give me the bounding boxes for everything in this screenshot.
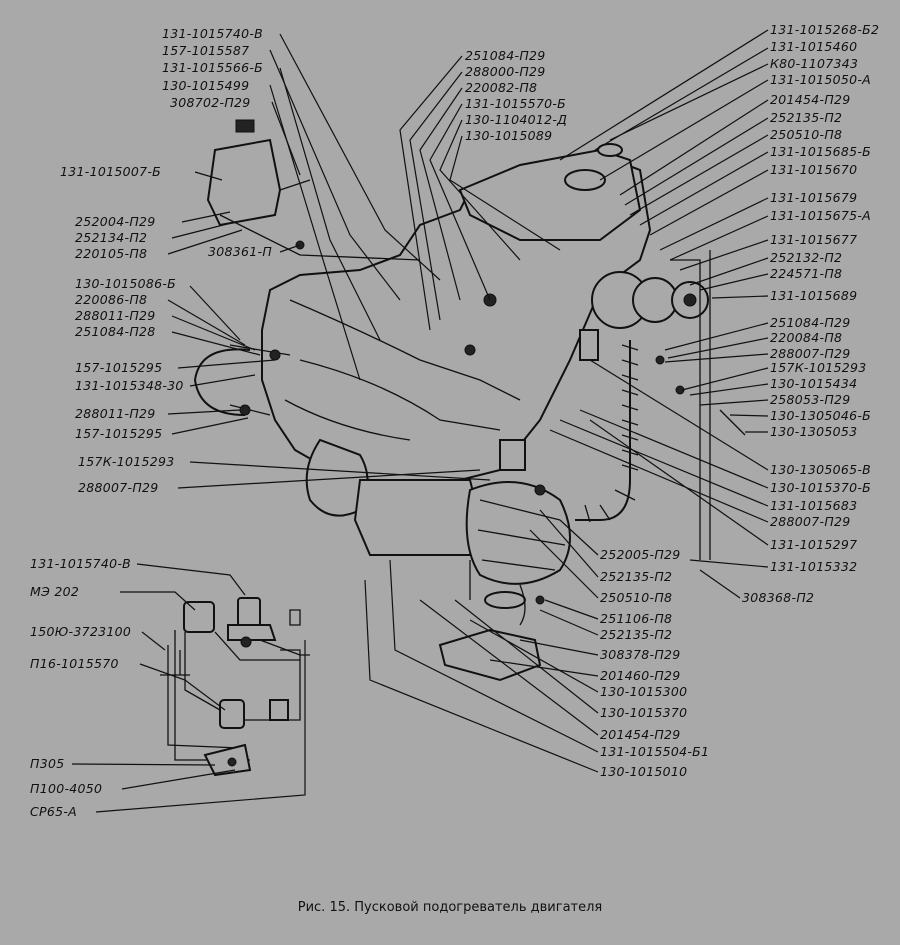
part-number-label: 220105-П8 (75, 246, 147, 261)
part-number-label: 288007-П29 (78, 480, 159, 495)
part-number-label: 131-1015332 (770, 559, 857, 574)
part-number-label: 308702-П29 (170, 95, 251, 110)
part-number-label: 288007-П29 (770, 514, 851, 529)
labels-top: 251084-П29288000-П29220082-П8131-1015570… (465, 48, 567, 143)
part-number-label: 130-1015300 (600, 684, 687, 699)
part-number-label: 288007-П29 (770, 346, 851, 361)
part-number-label: 131-1015679 (770, 190, 857, 205)
part-number-label: 130-1015370 (600, 705, 687, 720)
part-number-label: 130-1015089 (465, 128, 552, 143)
leader-lines (71, 29, 769, 813)
part-number-label: 251084-П29 (770, 315, 851, 330)
part-number-label: 251106-П8 (600, 611, 672, 626)
part-number-label: 130-1104012-Д (465, 112, 567, 127)
part-number-label: П305 (30, 756, 64, 771)
part-number-label: 308361-П (208, 244, 272, 259)
part-number-label: 252005-П29 (600, 547, 681, 562)
part-number-label: 131-1015675-А (770, 208, 871, 223)
part-number-label: 308378-П29 (600, 647, 681, 662)
part-number-label: 157К-1015293 (770, 360, 867, 375)
part-number-label: 258053-П29 (770, 392, 851, 407)
part-number-label: 220084-П8 (770, 330, 842, 345)
part-number-label: 130-1015499 (162, 78, 249, 93)
part-number-label: 130-1015010 (600, 764, 687, 779)
part-number-label: 131-1015297 (770, 537, 857, 552)
part-number-label: 252135-П2 (600, 627, 672, 642)
part-number-label: 131-1015504-Б1 (600, 744, 709, 759)
part-number-label: СР65-А (30, 804, 77, 819)
wiring-schematic (160, 597, 310, 777)
part-number-label: 252134-П2 (75, 230, 147, 245)
part-number-label: 131-1015007-Б (60, 164, 161, 179)
part-number-label: 131-1015268-Б2 (770, 22, 879, 37)
part-number-label: 131-1015566-Б (162, 60, 263, 75)
part-number-label: 250510-П8 (770, 127, 842, 142)
labels-bottom-center: 252005-П29252135-П2250510-П8251106-П8252… (600, 547, 709, 779)
part-number-label: 131-1015689 (770, 288, 857, 303)
part-number-label: 224571-П8 (770, 266, 842, 281)
part-number-label: 308368-П2 (742, 590, 814, 605)
part-number-label: 131-1015740-В (162, 26, 263, 41)
part-number-label: 288000-П29 (465, 64, 546, 79)
part-number-label: МЭ 202 (30, 584, 79, 599)
part-number-label: 130-1305053 (770, 424, 857, 439)
part-number-label: 130-1015434 (770, 376, 857, 391)
labels-left: 131-1015740-В 157-1015587 131-1015566-Б 130… (60, 26, 272, 495)
part-number-label: 130-1305065-В (770, 462, 871, 477)
part-number-label: 130-1015086-Б (75, 276, 176, 291)
part-number-label: 251084-П28 (75, 324, 156, 339)
part-number-label: 252004-П29 (75, 214, 156, 229)
part-number-label: 131-1015570-Б (465, 96, 566, 111)
part-number-label: К80-1107343 (770, 56, 858, 71)
part-number-label: 150Ю-3723100 (30, 624, 131, 639)
part-number-label: 131-1015670 (770, 162, 857, 177)
part-number-label: 252135-П2 (600, 569, 672, 584)
part-number-label: 131-1015677 (770, 232, 857, 247)
part-number-label: 220082-П8 (465, 80, 537, 95)
part-number-label: П100-4050 (30, 781, 102, 796)
part-number-label: 201454-П29 (600, 727, 681, 742)
part-number-label: 131-1015050-А (770, 72, 871, 87)
part-number-label: П16-1015570 (30, 656, 119, 671)
part-number-label: 201460-П29 (600, 668, 681, 683)
part-number-label: 252132-П2 (770, 250, 842, 265)
part-number-label: 131-1015740-В (30, 556, 131, 571)
part-number-label: 157-1015295 (75, 426, 162, 441)
part-number-label: 220086-П8 (75, 292, 147, 307)
part-number-label: 288011-П29 (75, 406, 156, 421)
part-number-label: 131-1015685-Б (770, 144, 871, 159)
part-number-label: 288011-П29 (75, 308, 156, 323)
labels-right: 131-1015268-Б2131-1015460К80-1107343131-… (742, 22, 879, 605)
part-number-label: 251084-П29 (465, 48, 546, 63)
part-number-label: 130-1015370-Б (770, 480, 871, 495)
engine-heater-diagram: 131-1015740-В 157-1015587 131-1015566-Б 130… (30, 22, 879, 819)
figure-caption: Рис. 15. Пусковой подогреватель двигател… (297, 900, 603, 915)
labels-inset: 131-1015740-В МЭ 202 150Ю-3723100П16-10155… (30, 556, 131, 819)
part-number-label: 252135-П2 (770, 110, 842, 125)
part-number-label: 157К-1015293 (78, 454, 175, 469)
part-number-label: 130-1305046-Б (770, 408, 871, 423)
part-number-label: 131-1015683 (770, 498, 857, 513)
part-number-label: 131-1015460 (770, 39, 857, 54)
engine-illustration (193, 119, 746, 682)
part-number-label: 157-1015587 (162, 43, 249, 58)
part-number-label: 201454-П29 (770, 92, 851, 107)
part-number-label: 157-1015295 (75, 360, 162, 375)
part-number-label: 131-1015348-30 (75, 378, 184, 393)
part-number-label: 250510-П8 (600, 590, 672, 605)
